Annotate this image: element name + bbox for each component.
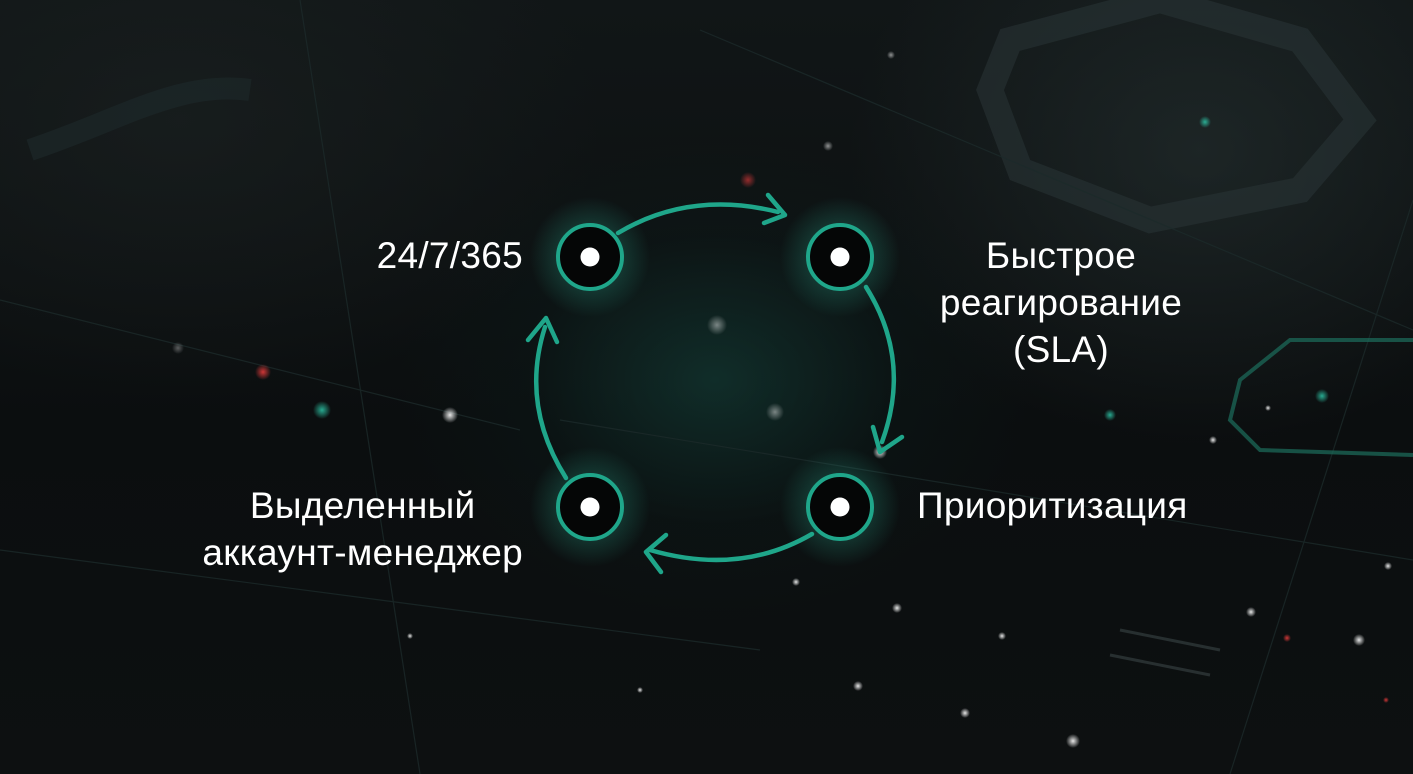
node-fast-response xyxy=(806,223,874,291)
bg-hex-shape xyxy=(976,0,1377,234)
node-account-manager xyxy=(556,473,624,541)
label-24-7-365: 24/7/365 xyxy=(377,232,523,279)
label-fast-response: Быстрое реагирование (SLA) xyxy=(915,232,1207,373)
bg-teal-circuit xyxy=(1227,338,1413,457)
arrow-top xyxy=(615,202,781,236)
label-account-manager: Выделенный аккаунт-менеджер xyxy=(202,482,523,576)
node-prioritization xyxy=(806,473,874,541)
label-account-manager-line-1: Выделенный xyxy=(249,485,476,526)
label-prioritization: Приоритизация xyxy=(917,482,1188,529)
label-fast-response-line-2: реагирование xyxy=(939,282,1183,323)
arrowhead-top xyxy=(761,192,788,226)
node-24-7-365 xyxy=(556,223,624,291)
label-account-manager-line-2: аккаунт-менеджер xyxy=(202,532,523,573)
arrowhead-left xyxy=(525,315,560,345)
arrowhead-right xyxy=(870,424,905,455)
label-fast-response-line-1: Быстрое xyxy=(985,235,1137,276)
label-24-7-365-line-1: 24/7/365 xyxy=(376,235,523,276)
arrow-left xyxy=(534,324,569,481)
arrowhead-bottom xyxy=(643,532,669,575)
arrow-bottom xyxy=(647,531,815,563)
label-fast-response-line-3: (SLA) xyxy=(1012,329,1110,370)
label-prioritization-line-1: Приоритизация xyxy=(917,485,1188,526)
arrow-right xyxy=(863,284,897,445)
